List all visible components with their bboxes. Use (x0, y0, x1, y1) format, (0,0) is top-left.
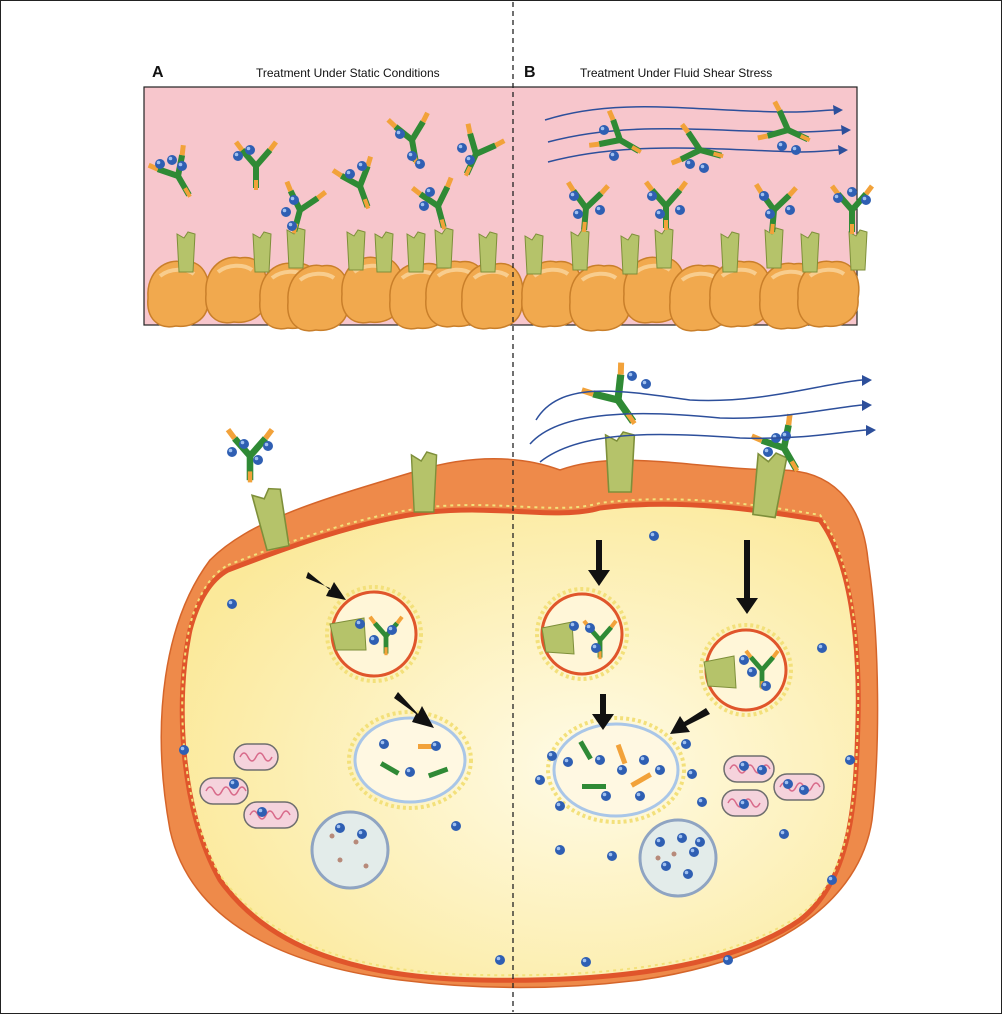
nanoparticle-icon (419, 201, 429, 211)
receptor-icon (287, 228, 305, 268)
nanoparticle-icon (233, 151, 243, 161)
nucleus-a (312, 812, 388, 888)
receptor-icon (177, 232, 195, 272)
nanoparticle-icon (289, 195, 299, 205)
nanoparticle-icon (407, 151, 417, 161)
nanoparticle-icon (345, 169, 355, 179)
nanoparticle-icon (785, 205, 795, 215)
nanoparticle-icon (595, 205, 605, 215)
nanoparticle-icon (847, 187, 857, 197)
nanoparticle-icon (573, 209, 583, 219)
vesicle-icon (355, 718, 465, 802)
flow-arrow-icon (536, 380, 862, 420)
nucleus-icon (640, 820, 716, 896)
nanoparticle-icon (609, 151, 619, 161)
cytoplasm (182, 504, 858, 980)
receptor-icon (606, 432, 635, 492)
nanoparticle-icon (167, 155, 177, 165)
receptor-icon (655, 228, 673, 268)
receptor-icon (571, 230, 589, 270)
nanoparticle-icon (647, 191, 657, 201)
nanoparticle-icon (395, 129, 405, 139)
receptor-icon (411, 452, 436, 512)
nanoparticle-icon (425, 187, 435, 197)
nanoparticle-icon (457, 143, 467, 153)
receptor-icon (407, 232, 425, 272)
receptor-icon (479, 232, 497, 272)
nanoparticle-icon (861, 195, 871, 205)
receptor-icon (849, 230, 867, 270)
nanoparticle-icon (177, 161, 187, 171)
nanoparticle-icon (675, 205, 685, 215)
flow-arrow-icon (540, 430, 866, 462)
receptor-icon (621, 234, 639, 274)
flow-arrow-icon (530, 405, 862, 444)
nanoparticle-icon (765, 209, 775, 219)
receptor-icon (375, 232, 393, 272)
nucleus-icon (312, 812, 388, 888)
nanoparticle-icon (155, 159, 165, 169)
nanoparticle-icon (599, 125, 609, 135)
receptor-icon (721, 232, 739, 272)
receptor-icon (765, 228, 783, 268)
nanoparticle-icon (465, 155, 475, 165)
receptor-icon (347, 230, 365, 270)
receptor-icon (525, 234, 543, 274)
cell-cross-section (161, 363, 877, 988)
nanoparticle-icon (699, 163, 709, 173)
nanoparticle-icon (281, 207, 291, 217)
nanoparticle-icon (833, 193, 843, 203)
nanoparticle-icon (569, 191, 579, 201)
mitochondrion-icon (774, 774, 824, 800)
nanoparticle-icon (777, 141, 787, 151)
receptor-icon (435, 228, 453, 268)
nanoparticle-icon (655, 209, 665, 219)
nanoparticle-icon (357, 161, 367, 171)
receptor-icon (253, 232, 271, 272)
nanoparticle-icon (287, 221, 297, 231)
antibody-icon (582, 363, 654, 438)
mitochondrion-icon (200, 778, 248, 804)
nanoparticle-icon (245, 145, 255, 155)
nanoparticle-icon (759, 191, 769, 201)
nanoparticle-icon (791, 145, 801, 155)
receptor-icon (801, 232, 819, 272)
nucleus-b (640, 820, 716, 896)
nanoparticle-icon (415, 159, 425, 169)
nanoparticle-icon (685, 159, 695, 169)
flow-lines-bottom (530, 380, 866, 462)
top-panel (144, 87, 872, 331)
